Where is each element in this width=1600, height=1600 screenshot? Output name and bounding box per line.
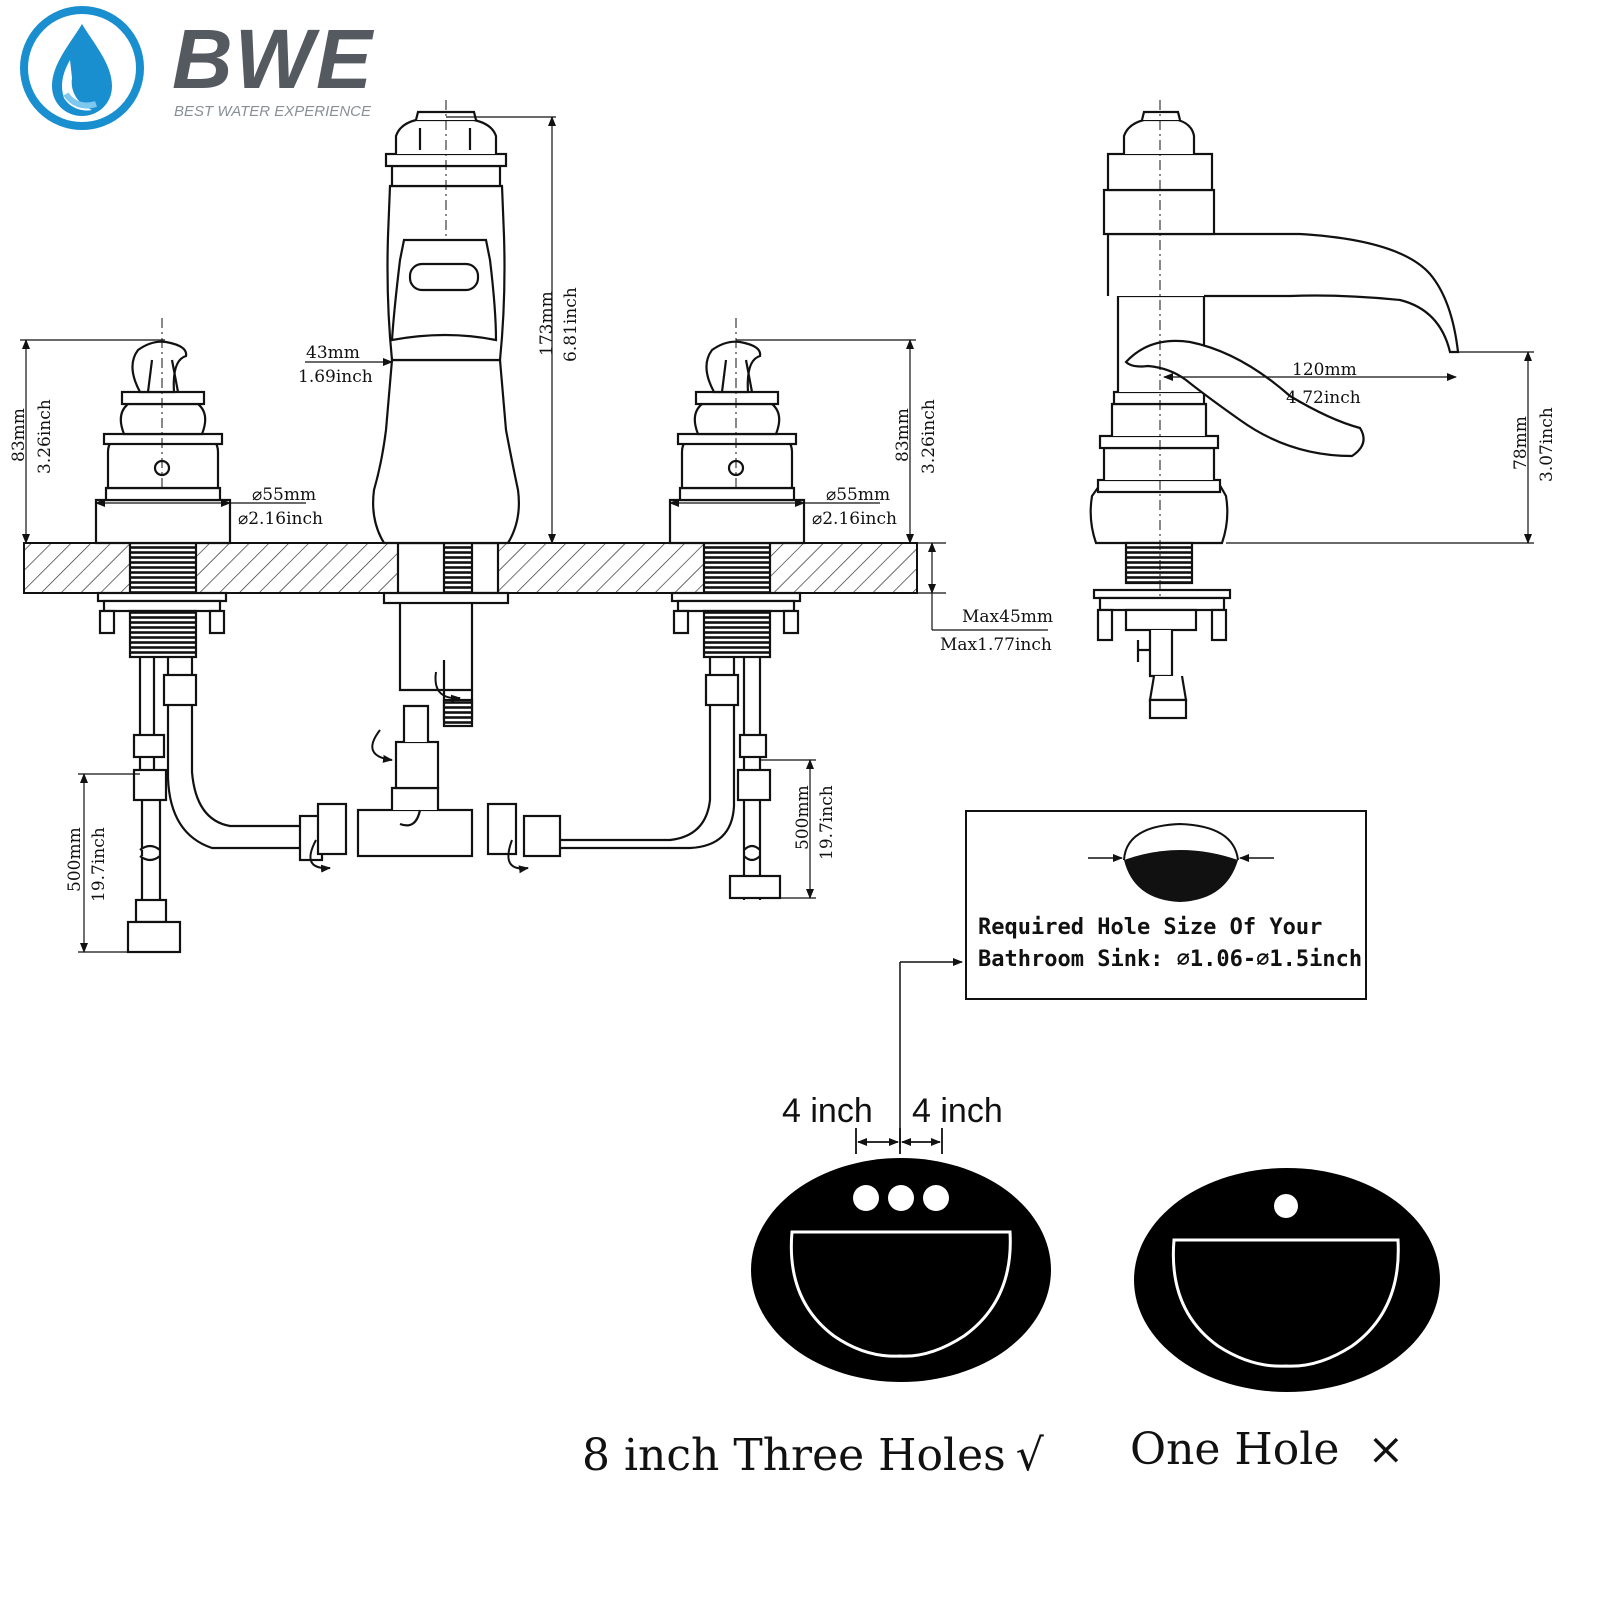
- brand-tagline: BEST WATER EXPERIENCE: [174, 103, 372, 120]
- left-hose-mm: 500mm: [65, 827, 85, 892]
- rotate-arrows-icon: [309, 671, 529, 874]
- spout-height-mm: 173mm: [537, 291, 557, 356]
- right-height-mm: 83mm: [893, 408, 913, 462]
- left-diameter-in: ⌀2.16inch: [238, 509, 323, 529]
- spacing-dimension: [855, 1128, 943, 1154]
- spout-reach-mm: 120mm: [1292, 360, 1357, 380]
- three-hole-caption: 8 inch Three Holes√: [582, 1430, 1045, 1481]
- hole-cross-section-icon: [1088, 822, 1274, 902]
- spout-height-in: 6.81inch: [561, 287, 581, 362]
- three-hole-sink: [751, 1158, 1051, 1382]
- right-mount-hardware: [486, 591, 802, 900]
- front-dimensions: [20, 116, 1048, 953]
- hole-size-note: Required Hole Size Of Your Bathroom Sink…: [965, 810, 1367, 1000]
- brand-name: BWE: [172, 12, 375, 106]
- cross-mark-icon: ×: [1367, 1424, 1404, 1475]
- one-hole-sink: [1134, 1168, 1440, 1392]
- right-height-in: 3.26inch: [919, 399, 939, 474]
- right-handle: [668, 340, 806, 545]
- left-hose-in: 19.7inch: [89, 827, 109, 902]
- right-hose-in: 19.7inch: [817, 785, 837, 860]
- left-height-in: 3.26inch: [35, 399, 55, 474]
- side-dimensions: [1163, 351, 1534, 544]
- spout-body: [372, 110, 520, 728]
- right-diameter-in: ⌀2.16inch: [812, 509, 897, 529]
- centerlines: [161, 100, 737, 490]
- right-diameter-mm: ⌀55mm: [826, 485, 890, 505]
- left-height-mm: 83mm: [9, 408, 29, 462]
- spout-width-in: 1.69inch: [298, 367, 373, 387]
- note-leader: [899, 958, 963, 1148]
- left-shank: [128, 541, 198, 595]
- outlet-height-mm: 78mm: [1511, 416, 1531, 470]
- front-view: [23, 100, 918, 954]
- left-diameter-mm: ⌀55mm: [252, 485, 316, 505]
- right-shank: [702, 541, 772, 595]
- left-handle: [94, 340, 232, 545]
- deck-max-mm: Max45mm: [962, 607, 1053, 627]
- spout-reach-in: 4.72inch: [1286, 388, 1361, 408]
- spout-width-mm: 43mm: [306, 343, 360, 363]
- hole-note-line2: Bathroom Sink: ⌀1.06-⌀1.5inch: [978, 947, 1362, 972]
- right-hose-mm: 500mm: [793, 785, 813, 850]
- deck-max-in: Max1.77inch: [940, 635, 1052, 655]
- left-mount-hardware: [96, 591, 348, 954]
- right-spacing-label: 4 inch: [912, 1092, 1003, 1130]
- one-hole-caption: One Hole×: [1130, 1424, 1404, 1475]
- check-mark-icon: √: [1016, 1430, 1045, 1481]
- mixing-tee: [356, 704, 474, 858]
- brand-logo: BWE BEST WATER EXPERIENCE: [20, 6, 375, 130]
- water-drop-icon: [20, 6, 144, 130]
- outlet-height-in: 3.07inch: [1537, 407, 1557, 482]
- side-view: [1089, 110, 1460, 720]
- left-spacing-label: 4 inch: [782, 1092, 873, 1130]
- hole-note-line1: Required Hole Size Of Your: [978, 915, 1322, 940]
